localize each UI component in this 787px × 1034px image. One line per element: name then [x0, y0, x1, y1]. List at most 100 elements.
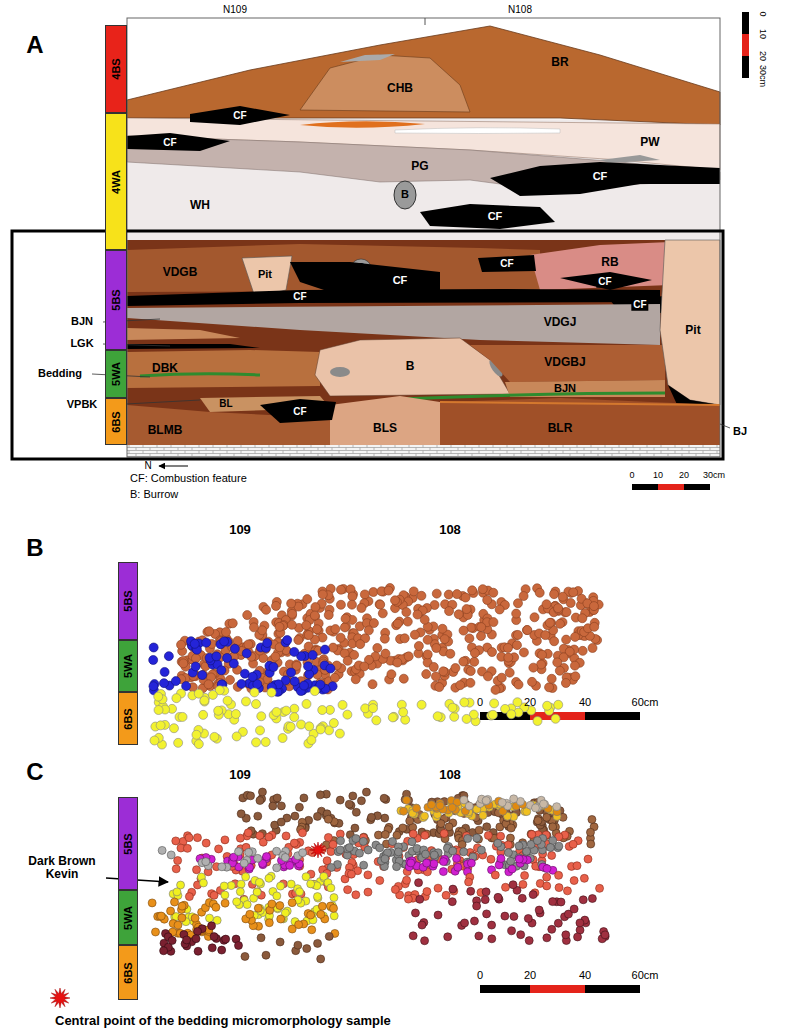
- sample-dot: [326, 664, 335, 673]
- sample-dot: [273, 892, 281, 900]
- sample-dot: [408, 838, 416, 846]
- sample-dot: [528, 830, 536, 838]
- sample-dot: [220, 882, 228, 890]
- sample-dot: [470, 649, 479, 658]
- sample-dot: [282, 832, 290, 840]
- sample-dot: [287, 880, 295, 888]
- sample-dot: [580, 874, 588, 882]
- sample-dot: [324, 815, 332, 823]
- sample-dot: [522, 626, 531, 635]
- sample-dot: [271, 652, 280, 661]
- sample-dot: [393, 658, 402, 667]
- sample-dot: [253, 888, 261, 896]
- sample-dot: [242, 649, 251, 658]
- sample-dot: [215, 845, 223, 853]
- sample-dot: [303, 945, 311, 953]
- sample-dot: [267, 688, 276, 697]
- layer-label: VDGJ: [544, 316, 577, 329]
- sample-dot: [222, 935, 230, 943]
- unit-code: 5BS: [122, 833, 134, 854]
- sample-dot: [272, 601, 281, 610]
- sample-dot: [312, 625, 321, 634]
- sample-dot: [276, 902, 284, 910]
- sample-dot: [380, 794, 388, 802]
- sample-dot: [590, 622, 599, 631]
- scale-label: 40: [579, 970, 591, 982]
- sample-dot: [236, 888, 244, 896]
- sample-dot: [178, 902, 186, 910]
- layer-label: BJN: [71, 316, 93, 328]
- sample-dot: [488, 935, 496, 943]
- sample-dot: [262, 605, 271, 614]
- sample-dot: [519, 880, 527, 888]
- sample-dot: [269, 802, 277, 810]
- sample-dot: [438, 624, 447, 633]
- legend-note: B: Burrow: [130, 489, 178, 501]
- sample-dot: [468, 586, 477, 595]
- sample-dot: [347, 600, 356, 609]
- stratigraphic-unit-band: 6BS: [118, 945, 138, 1000]
- sample-dot: [466, 678, 475, 687]
- sample-dot: [450, 712, 459, 721]
- sample-dot: [482, 888, 490, 896]
- sample-dot: [233, 898, 241, 906]
- sample-dot: [314, 939, 322, 947]
- sample-dot: [555, 884, 563, 892]
- sample-dot: [277, 915, 285, 923]
- sample-dot: [415, 879, 423, 887]
- sample-dot: [158, 846, 166, 854]
- sample-dot: [464, 835, 472, 843]
- sample-dot: [286, 861, 294, 869]
- layer-label: CF: [631, 300, 648, 311]
- sample-dot: [381, 855, 389, 863]
- sample-dot: [295, 803, 303, 811]
- sample-dot: [439, 667, 448, 676]
- sample-dot: [250, 688, 259, 697]
- sample-dot: [578, 646, 587, 655]
- sample-dot: [566, 599, 575, 608]
- sample-dot: [465, 634, 474, 643]
- layer-label: RB: [601, 256, 618, 269]
- sample-dot: [524, 914, 532, 922]
- sample-dot: [347, 870, 355, 878]
- sample-dot: [588, 815, 596, 823]
- sample-dot: [494, 893, 502, 901]
- sample-dot: [388, 713, 397, 722]
- sample-dot: [444, 590, 453, 599]
- sample-dot: [373, 643, 382, 652]
- sample-dot: [167, 907, 175, 915]
- sample-dot: [578, 614, 587, 623]
- sample-dot: [391, 596, 400, 605]
- sample-dot: [221, 899, 229, 907]
- sample-dot: [352, 835, 360, 843]
- layer-label: BJN: [554, 383, 576, 395]
- sample-dot: [343, 710, 352, 719]
- layer-label: B: [401, 189, 409, 201]
- sample-dot: [172, 865, 180, 873]
- sample-dot: [434, 884, 442, 892]
- sample-dot: [497, 855, 505, 863]
- sample-dot: [277, 882, 285, 890]
- sample-dot: [348, 592, 357, 601]
- sample-dot: [288, 609, 297, 618]
- sample-dot: [160, 947, 168, 955]
- sample-dot: [543, 882, 551, 890]
- sample-dot: [318, 902, 326, 910]
- sample-dot: [179, 659, 188, 668]
- sample-dot: [237, 810, 245, 818]
- sample-dot: [287, 620, 296, 629]
- sample-dot: [601, 931, 609, 939]
- sample-dot: [448, 804, 456, 812]
- sample-dot: [519, 648, 528, 657]
- sample-dot: [571, 672, 580, 681]
- sample-dot: [303, 595, 312, 604]
- sample-dot: [221, 628, 230, 637]
- sample-dot: [221, 891, 229, 899]
- layer-label: CHB: [387, 82, 413, 95]
- sample-dot: [254, 854, 262, 862]
- sample-star: [310, 842, 326, 858]
- scale-label: N: [144, 461, 151, 472]
- stratigraphic-unit-band: 6BS: [118, 692, 138, 745]
- sample-dot: [394, 848, 402, 856]
- sample-dot: [421, 937, 429, 945]
